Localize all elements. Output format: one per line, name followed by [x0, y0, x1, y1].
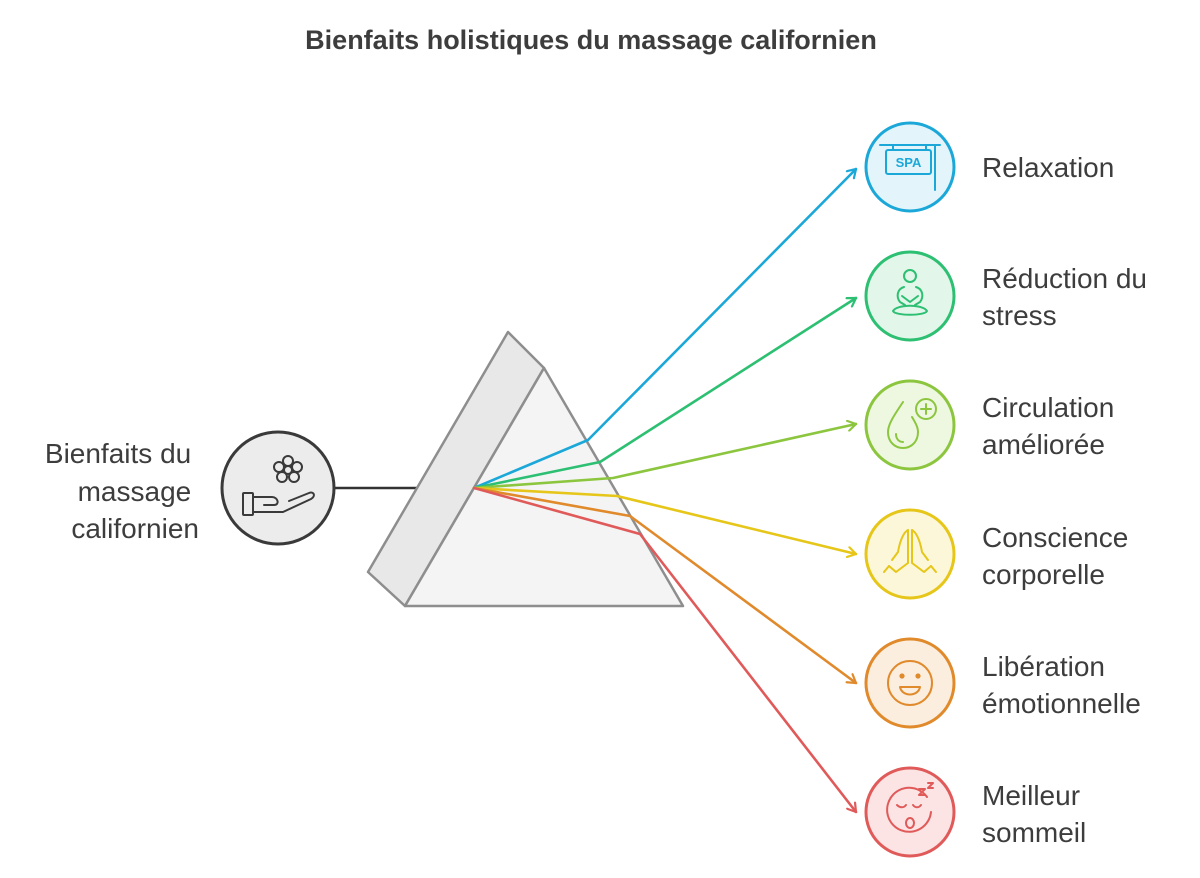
smiling-face-icon: [887, 660, 933, 706]
sleeping-face-icon: [886, 782, 934, 833]
ray-circulation: [472, 424, 858, 490]
benefit-label-stress: Réduction du stress: [982, 263, 1155, 331]
benefit-label-line: sommeil: [982, 817, 1086, 848]
benefit-node-sommeil: [864, 766, 956, 858]
benefit-label-line: émotionnelle: [982, 688, 1141, 719]
benefit-label-line: Réduction du: [982, 263, 1147, 294]
praying-hands-icon: [883, 529, 937, 573]
benefit-label-line: améliorée: [982, 429, 1105, 460]
benefit-node-conscience: [864, 508, 956, 600]
benefit-label-line: Libération: [982, 651, 1105, 682]
spa-sign-icon: SPA: [879, 144, 941, 191]
benefit-label-line: Relaxation: [982, 152, 1114, 183]
benefit-label-line: Circulation: [982, 392, 1114, 423]
benefit-label-circulation: Circulation améliorée: [982, 392, 1122, 460]
ray-sommeil: [472, 486, 858, 814]
benefit-node-stress: [864, 250, 956, 342]
ray-stress: [472, 296, 858, 490]
source-label: Bienfaits du massage californien: [45, 438, 199, 544]
ray-liberation: [472, 486, 858, 685]
ray-relaxation: [472, 167, 858, 490]
hand-flower-icon: [242, 455, 315, 516]
source-label-line: Bienfaits du: [45, 438, 191, 469]
benefit-label-line: Conscience: [982, 522, 1128, 553]
diagram-title: Bienfaits holistiques du massage califor…: [305, 25, 877, 55]
benefit-label-line: Meilleur: [982, 780, 1080, 811]
benefit-node-circulation: [864, 379, 956, 471]
benefit-label-relaxation: Relaxation: [982, 152, 1114, 183]
benefit-node-liberation: [864, 637, 956, 729]
source-label-line: massage: [78, 476, 192, 507]
prism: [366, 330, 685, 608]
benefit-label-line: corporelle: [982, 559, 1105, 590]
svg-text:SPA: SPA: [896, 155, 922, 170]
benefit-label-conscience: Conscience corporelle: [982, 522, 1136, 590]
benefit-node-relaxation: SPA: [864, 121, 956, 213]
benefit-label-line: stress: [982, 300, 1057, 331]
source-label-line: californien: [71, 513, 199, 544]
meditation-icon: [892, 269, 928, 316]
ray-conscience: [472, 486, 858, 554]
benefit-label-liberation: Libération émotionnelle: [982, 651, 1141, 719]
benefit-label-sommeil: Meilleur sommeil: [982, 780, 1088, 848]
light-rays: [472, 167, 858, 814]
source-node: [220, 430, 336, 546]
blood-drop-plus-icon: [887, 398, 937, 449]
